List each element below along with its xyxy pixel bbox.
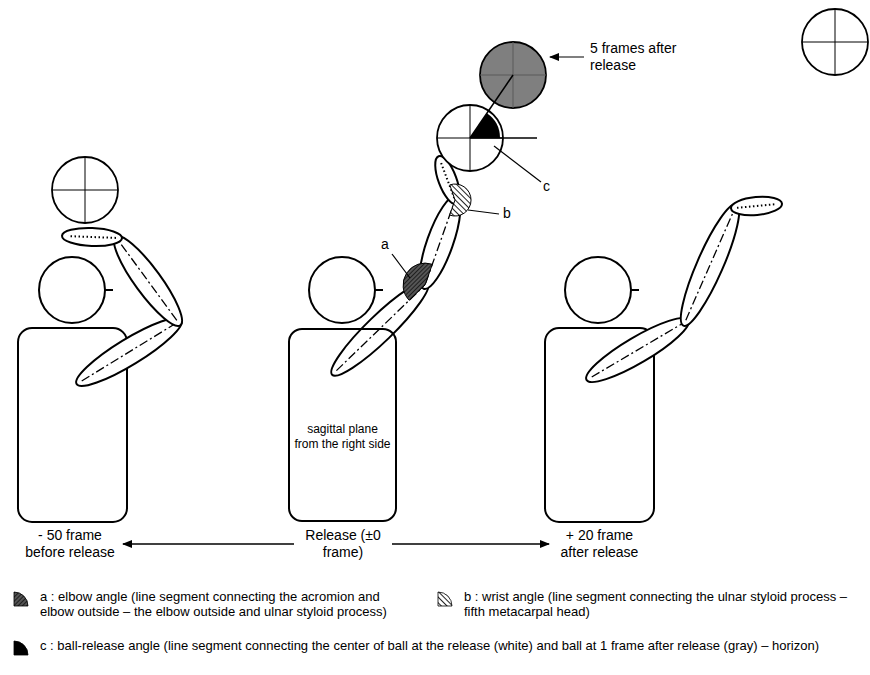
segment-outline <box>580 309 695 391</box>
frame-label-box: - 50 frame before release <box>20 527 120 561</box>
release-line <box>470 75 513 138</box>
segment-outline <box>730 195 783 218</box>
segment-axis <box>592 323 684 377</box>
hand-segment <box>62 227 123 247</box>
segment-axis <box>686 210 734 320</box>
arm-segment <box>105 229 191 333</box>
head <box>309 257 375 323</box>
ball-cross <box>85 157 86 223</box>
leader-line <box>494 146 541 182</box>
ball-cross <box>835 9 836 75</box>
leader-arrow <box>550 56 584 57</box>
nose-mark <box>105 289 113 291</box>
torso-box: sagittal plane from the right side <box>288 328 397 522</box>
head <box>565 257 631 323</box>
node-text: Release (±0 frame) <box>297 527 389 561</box>
elbow-angle <box>403 263 432 300</box>
ball <box>802 9 868 75</box>
node-text: + 20 frame after release <box>552 527 647 561</box>
arm-segment <box>671 199 748 331</box>
segment-outline <box>105 229 191 333</box>
wrist-angle <box>450 184 471 216</box>
node-text: sagittal plane from the right side <box>294 422 391 452</box>
callout-letter: b <box>503 205 517 222</box>
legend-text: c : ball-release angle (line segment con… <box>40 638 857 653</box>
swatch-wedge <box>14 592 28 606</box>
arm-segment <box>580 309 695 391</box>
swatch-wedge <box>14 641 28 655</box>
leader-line <box>468 210 499 214</box>
legend-entry: c : ball-release angle (line segment con… <box>12 638 857 653</box>
timeline-arrow <box>392 543 549 545</box>
swatch-wedge <box>438 592 452 606</box>
legend-text: a : elbow angle (line segment connecting… <box>40 589 407 619</box>
legend-entry: a : elbow angle (line segment connecting… <box>12 589 407 619</box>
horizon-line <box>470 137 537 139</box>
hand-segment <box>730 195 783 218</box>
nose-mark <box>375 289 383 291</box>
segment-outline <box>62 227 123 247</box>
node-text: - 50 frame before release <box>20 527 120 561</box>
leader-line <box>392 254 410 278</box>
annotation-text: 5 frames after release <box>590 40 702 74</box>
segment-axis <box>737 204 776 208</box>
legend-swatch <box>12 590 34 608</box>
segment-axis <box>119 242 177 321</box>
legend-entry: b : wrist angle (line segment connecting… <box>436 589 856 619</box>
nose-mark <box>631 289 639 291</box>
legend-swatch <box>436 590 458 608</box>
frame-label-box: + 20 frame after release <box>552 527 647 561</box>
timeline-arrow <box>123 543 294 545</box>
head <box>39 257 105 323</box>
segment-axis <box>68 236 116 238</box>
legend-text: b : wrist angle (line segment connecting… <box>464 589 856 619</box>
segment-axis <box>82 323 177 381</box>
callout-letter: a <box>381 236 395 253</box>
frame-label-box: Release (±0 frame) <box>297 527 389 561</box>
legend-swatch <box>12 639 34 657</box>
ball <box>52 157 118 223</box>
segment-outline <box>671 199 748 331</box>
callout-letter: c <box>543 178 557 195</box>
